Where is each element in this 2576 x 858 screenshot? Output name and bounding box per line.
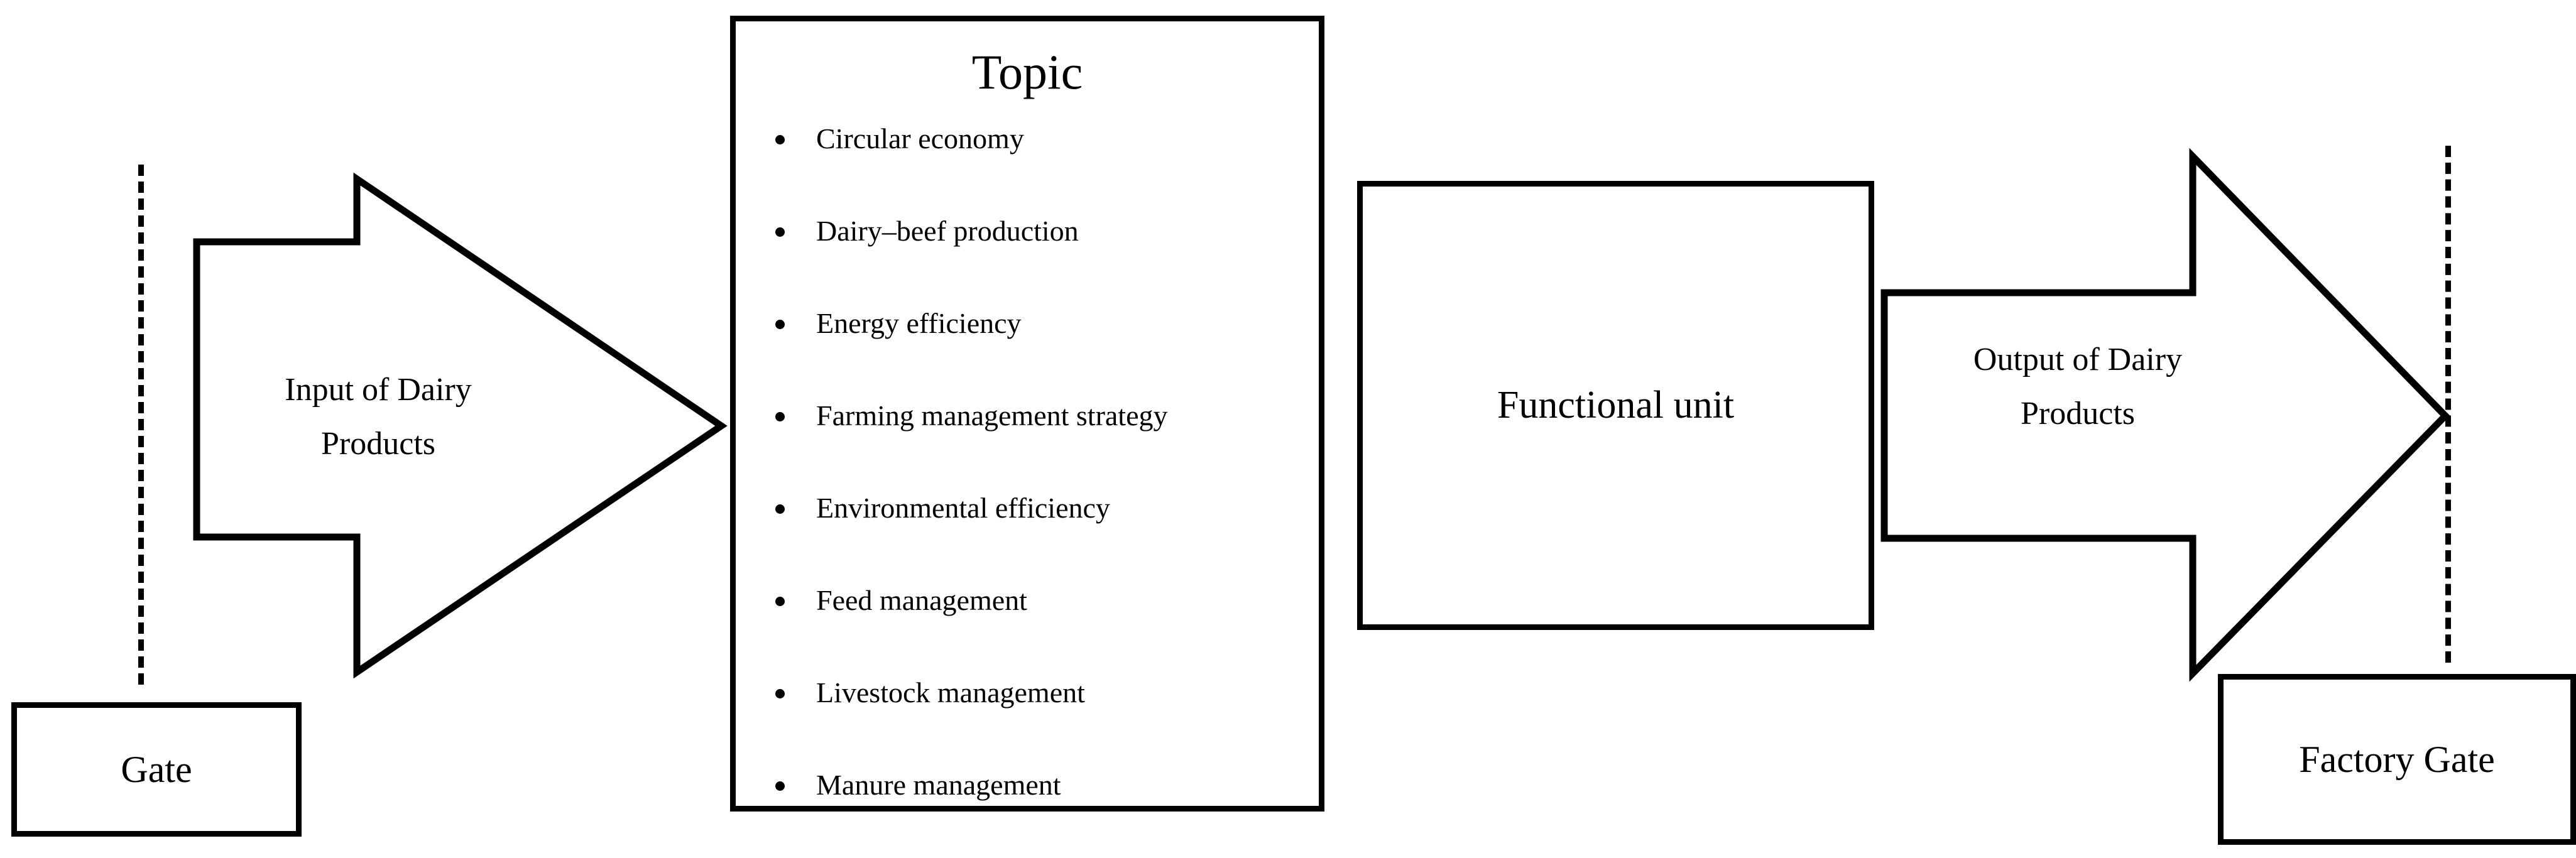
gate-box-left: Gate: [11, 702, 302, 837]
topic-list-item-label: Dairy–beef production: [816, 215, 1079, 247]
functional-unit-box: Functional unit: [1357, 181, 1874, 630]
topic-list-item: Dairy–beef production: [736, 217, 1319, 246]
bullet-icon: [775, 689, 785, 698]
functional-unit-label: Functional unit: [1497, 384, 1735, 427]
gate-label-right: Factory Gate: [2299, 739, 2495, 780]
output-arrow-polygon: [1880, 148, 2450, 682]
topic-list-item: Feed management: [736, 586, 1319, 615]
input-arrow-polygon: [193, 172, 728, 679]
gate-label-left: Gate: [121, 749, 192, 790]
bullet-icon: [775, 227, 785, 237]
system-boundary-left-dashed-line: [138, 165, 144, 685]
input-arrow-shape: [188, 171, 729, 681]
bullet-icon: [775, 597, 785, 606]
gate-box-right: Factory Gate: [2218, 674, 2576, 845]
topic-list-item: Environmental efficiency: [736, 494, 1319, 523]
topic-list-item-label: Environmental efficiency: [816, 492, 1110, 524]
system-boundary-right-dashed-line: [2445, 146, 2451, 663]
input-arrow-svg: [193, 172, 728, 679]
topic-list-item: Energy efficiency: [736, 309, 1319, 338]
topic-list-item-label: Circular economy: [816, 122, 1024, 155]
bullet-icon: [775, 320, 785, 329]
topic-list: Circular economy Dairy–beef production E…: [736, 97, 1319, 800]
bullet-icon: [775, 504, 785, 514]
output-arrow-svg: [1880, 148, 2450, 682]
bullet-icon: [775, 412, 785, 421]
topic-list-item: Livestock management: [736, 678, 1319, 707]
topic-list-item-label: Manure management: [816, 769, 1061, 801]
bullet-icon: [775, 135, 785, 144]
topic-list-item-label: Feed management: [816, 584, 1027, 616]
topic-list-item: Circular economy: [736, 124, 1319, 153]
topic-title: Topic: [971, 45, 1083, 99]
topic-list-item-label: Farming management strategy: [816, 399, 1168, 432]
output-arrow-shape: [1876, 148, 2454, 682]
bullet-icon: [775, 781, 785, 791]
topic-box: Topic Circular economy Dairy–beef produc…: [730, 16, 1324, 812]
topic-list-item: Farming management strategy: [736, 401, 1319, 430]
topic-list-item: Manure management: [736, 771, 1319, 800]
topic-list-item-label: Livestock management: [816, 676, 1085, 709]
topic-list-item-label: Energy efficiency: [816, 307, 1022, 339]
